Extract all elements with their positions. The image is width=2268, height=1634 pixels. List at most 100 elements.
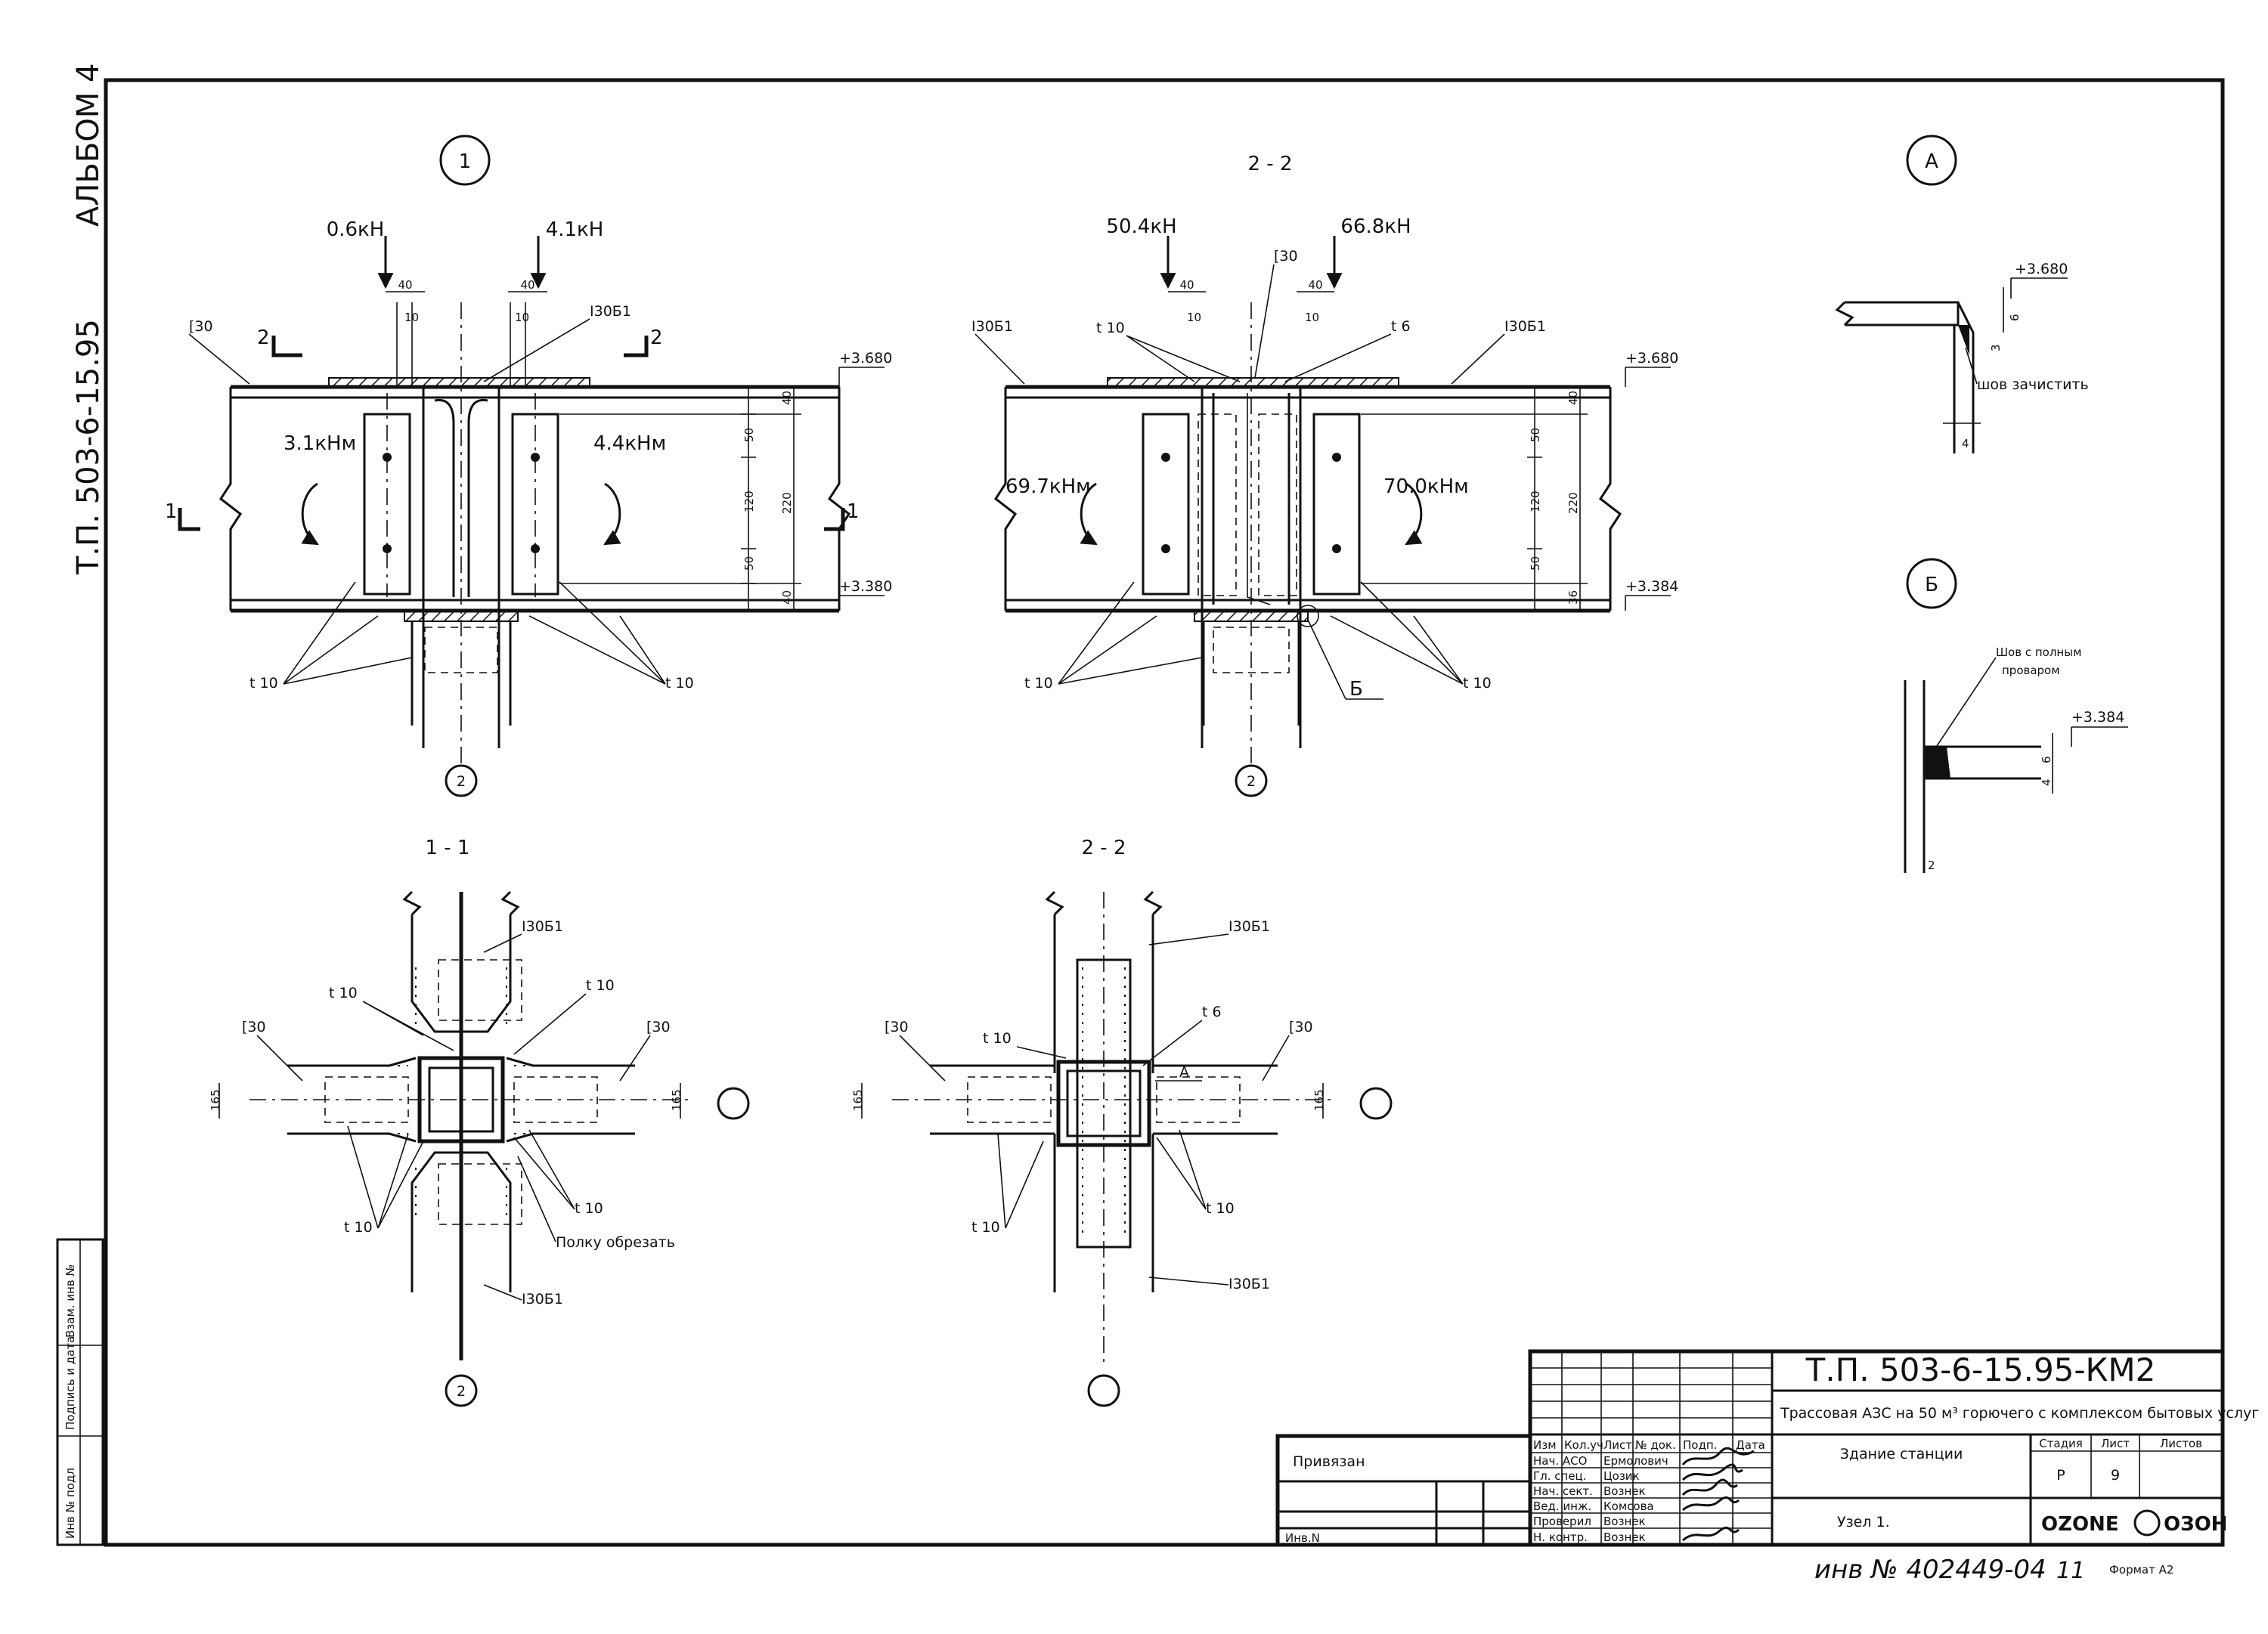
profile-label: [30 [1289, 1019, 1313, 1035]
plate-label: t 10 [1024, 675, 1053, 692]
node-1-view: 1 0.6кН 4.1кН [165, 135, 892, 797]
plate-label: t 10 [983, 1030, 1012, 1047]
dim-text: 165 [670, 1089, 683, 1111]
role-cell: Нач. АСО [1533, 1454, 1587, 1468]
dim-text: 10 [1187, 311, 1201, 324]
dim-text: 220 [780, 492, 794, 514]
stage-value: Р [2056, 1467, 2065, 1484]
role-cell: Вед. инж. [1533, 1499, 1591, 1513]
section-1-1: 1 - 1 165 165 I30Б1 I30Б1 [30 [ [209, 837, 750, 1407]
brand-logo-left: OZONE [2041, 1513, 2119, 1536]
profile-label: [30 [1274, 248, 1298, 265]
view-marker-circle [439, 135, 491, 186]
signature [1681, 1478, 1738, 1496]
role-cell: Гл. спец. [1533, 1469, 1587, 1483]
project-side-label: Т.П. 503-6-15.95 [71, 319, 106, 575]
sheet-title: Узел 1. [1837, 1514, 1890, 1530]
detail-a: А +3.680 6 3 шов зачистить 4 [1835, 135, 2089, 453]
profile-label: I30Б1 [590, 303, 631, 320]
sheets-header: Листов [2160, 1437, 2202, 1450]
handwritten-page: 11 [2056, 1558, 2085, 1584]
view-title: 2 - 2 [1248, 153, 1293, 175]
dim-text: 6 [2040, 756, 2053, 763]
dim-text: 10 [404, 311, 419, 324]
role-cell: Н. контр. [1533, 1530, 1588, 1544]
revision-rows [1530, 1367, 1772, 1529]
dim-text: 6 [2008, 314, 2022, 321]
elevation-bottom: +3.380 [839, 578, 892, 595]
header-cell: Подп. [1683, 1438, 1717, 1452]
dim-text: 120 [1529, 491, 1542, 512]
column-marker: 2 [1247, 773, 1256, 790]
profile-label: [30 [885, 1019, 909, 1035]
moment-right: 70.0кНм [1383, 475, 1469, 498]
callout-b: Б [1349, 678, 1363, 701]
profile-label: I30Б1 [522, 1291, 563, 1308]
section-2-2-top: 2 - 2 50.4кН 66.8кН 40 40 [971, 153, 1678, 797]
column-label: 2 [1928, 859, 1935, 872]
role-cell: Проверил [1533, 1515, 1591, 1528]
cut-mark: 2 [650, 326, 663, 349]
elevation-top: +3.680 [839, 350, 892, 367]
plate-label: t 6 [1391, 318, 1411, 335]
dim-text: 40 [398, 278, 412, 292]
project-title: Трассовая АЗС на 50 м³ горючего с компле… [1780, 1405, 2259, 1422]
brand-logo-icon [2133, 1509, 2161, 1537]
dim-text: 165 [209, 1089, 222, 1111]
column-marker: 2 [457, 773, 466, 790]
callout-a: А [1179, 1064, 1189, 1081]
dim-text: 3 [1989, 344, 2003, 351]
view-title: 2 - 2 [1082, 837, 1126, 859]
bound-label: Привязан [1293, 1453, 1365, 1470]
load-left: 50.4кН [1106, 215, 1176, 238]
plate-label: t 10 [575, 1200, 603, 1217]
dim-text: 40 [1566, 391, 1580, 405]
profile-label: I30Б1 [522, 918, 563, 935]
header-row: Изм Кол.уч Лист № док. Подп. Дата [1533, 1438, 1765, 1452]
dim-text: 40 [520, 278, 534, 292]
building-title: Здание станции [1840, 1446, 1963, 1462]
signature [1682, 1496, 1740, 1512]
header-cell: Дата [1736, 1438, 1765, 1452]
stage-header: Стадия [2039, 1437, 2083, 1450]
dim-text: 40 [780, 590, 794, 605]
side-stamp-cell: Подпись и дата [64, 1336, 77, 1430]
roles-table: Нач. АСО Ермолович Гл. спец. Цозик Нач. … [1533, 1454, 1668, 1544]
cut-mark: 1 [847, 500, 860, 523]
column-marker: 2 [457, 1383, 466, 1400]
detail-note: проваром [2002, 664, 2060, 677]
header-cell: № док. [1635, 1438, 1676, 1452]
dim-text: 165 [851, 1089, 865, 1111]
elevation-top: +3.680 [1625, 350, 1678, 367]
brand-logo-right: ОЗОН [2164, 1513, 2227, 1536]
name-cell: Вознек [1603, 1530, 1646, 1544]
dim-text: 50 [1529, 428, 1542, 442]
title-block: Привязан Инв.N Изм Кол.уч Лист № док. [1275, 1349, 2259, 1547]
dim-text: 36 [1566, 590, 1580, 605]
dim-text: 220 [1566, 492, 1580, 514]
sheet-frame [104, 78, 2225, 1547]
signature [1682, 1526, 1740, 1542]
cut-mark: 1 [165, 500, 178, 523]
name-cell: Вознек [1603, 1484, 1646, 1498]
plate-label: t 10 [1206, 1200, 1235, 1217]
plate-label: t 10 [344, 1219, 373, 1236]
dim-text: 4 [2040, 778, 2053, 786]
detail-note: шов зачистить [1977, 376, 2089, 393]
detail-note: Шов с полным [1996, 645, 2081, 659]
dim-text: 50 [742, 556, 756, 571]
axis-bubble [1087, 1374, 1120, 1407]
sheet-value: 9 [2111, 1467, 2120, 1484]
load-right: 66.8кН [1340, 215, 1411, 238]
dim-text: 50 [742, 428, 756, 442]
plate-label: t 10 [665, 675, 694, 692]
dim-text: 40 [780, 391, 794, 405]
profile-label: [30 [646, 1019, 671, 1035]
handwritten-inv: инв № 402449-04 [1814, 1555, 2046, 1585]
album-label: АЛЬБОМ 4 [71, 63, 106, 227]
profile-label: [30 [189, 318, 213, 335]
load-left: 0.6кН [327, 218, 385, 241]
name-cell: Цозик [1603, 1469, 1640, 1483]
format-label: Формат А2 [2109, 1563, 2174, 1577]
